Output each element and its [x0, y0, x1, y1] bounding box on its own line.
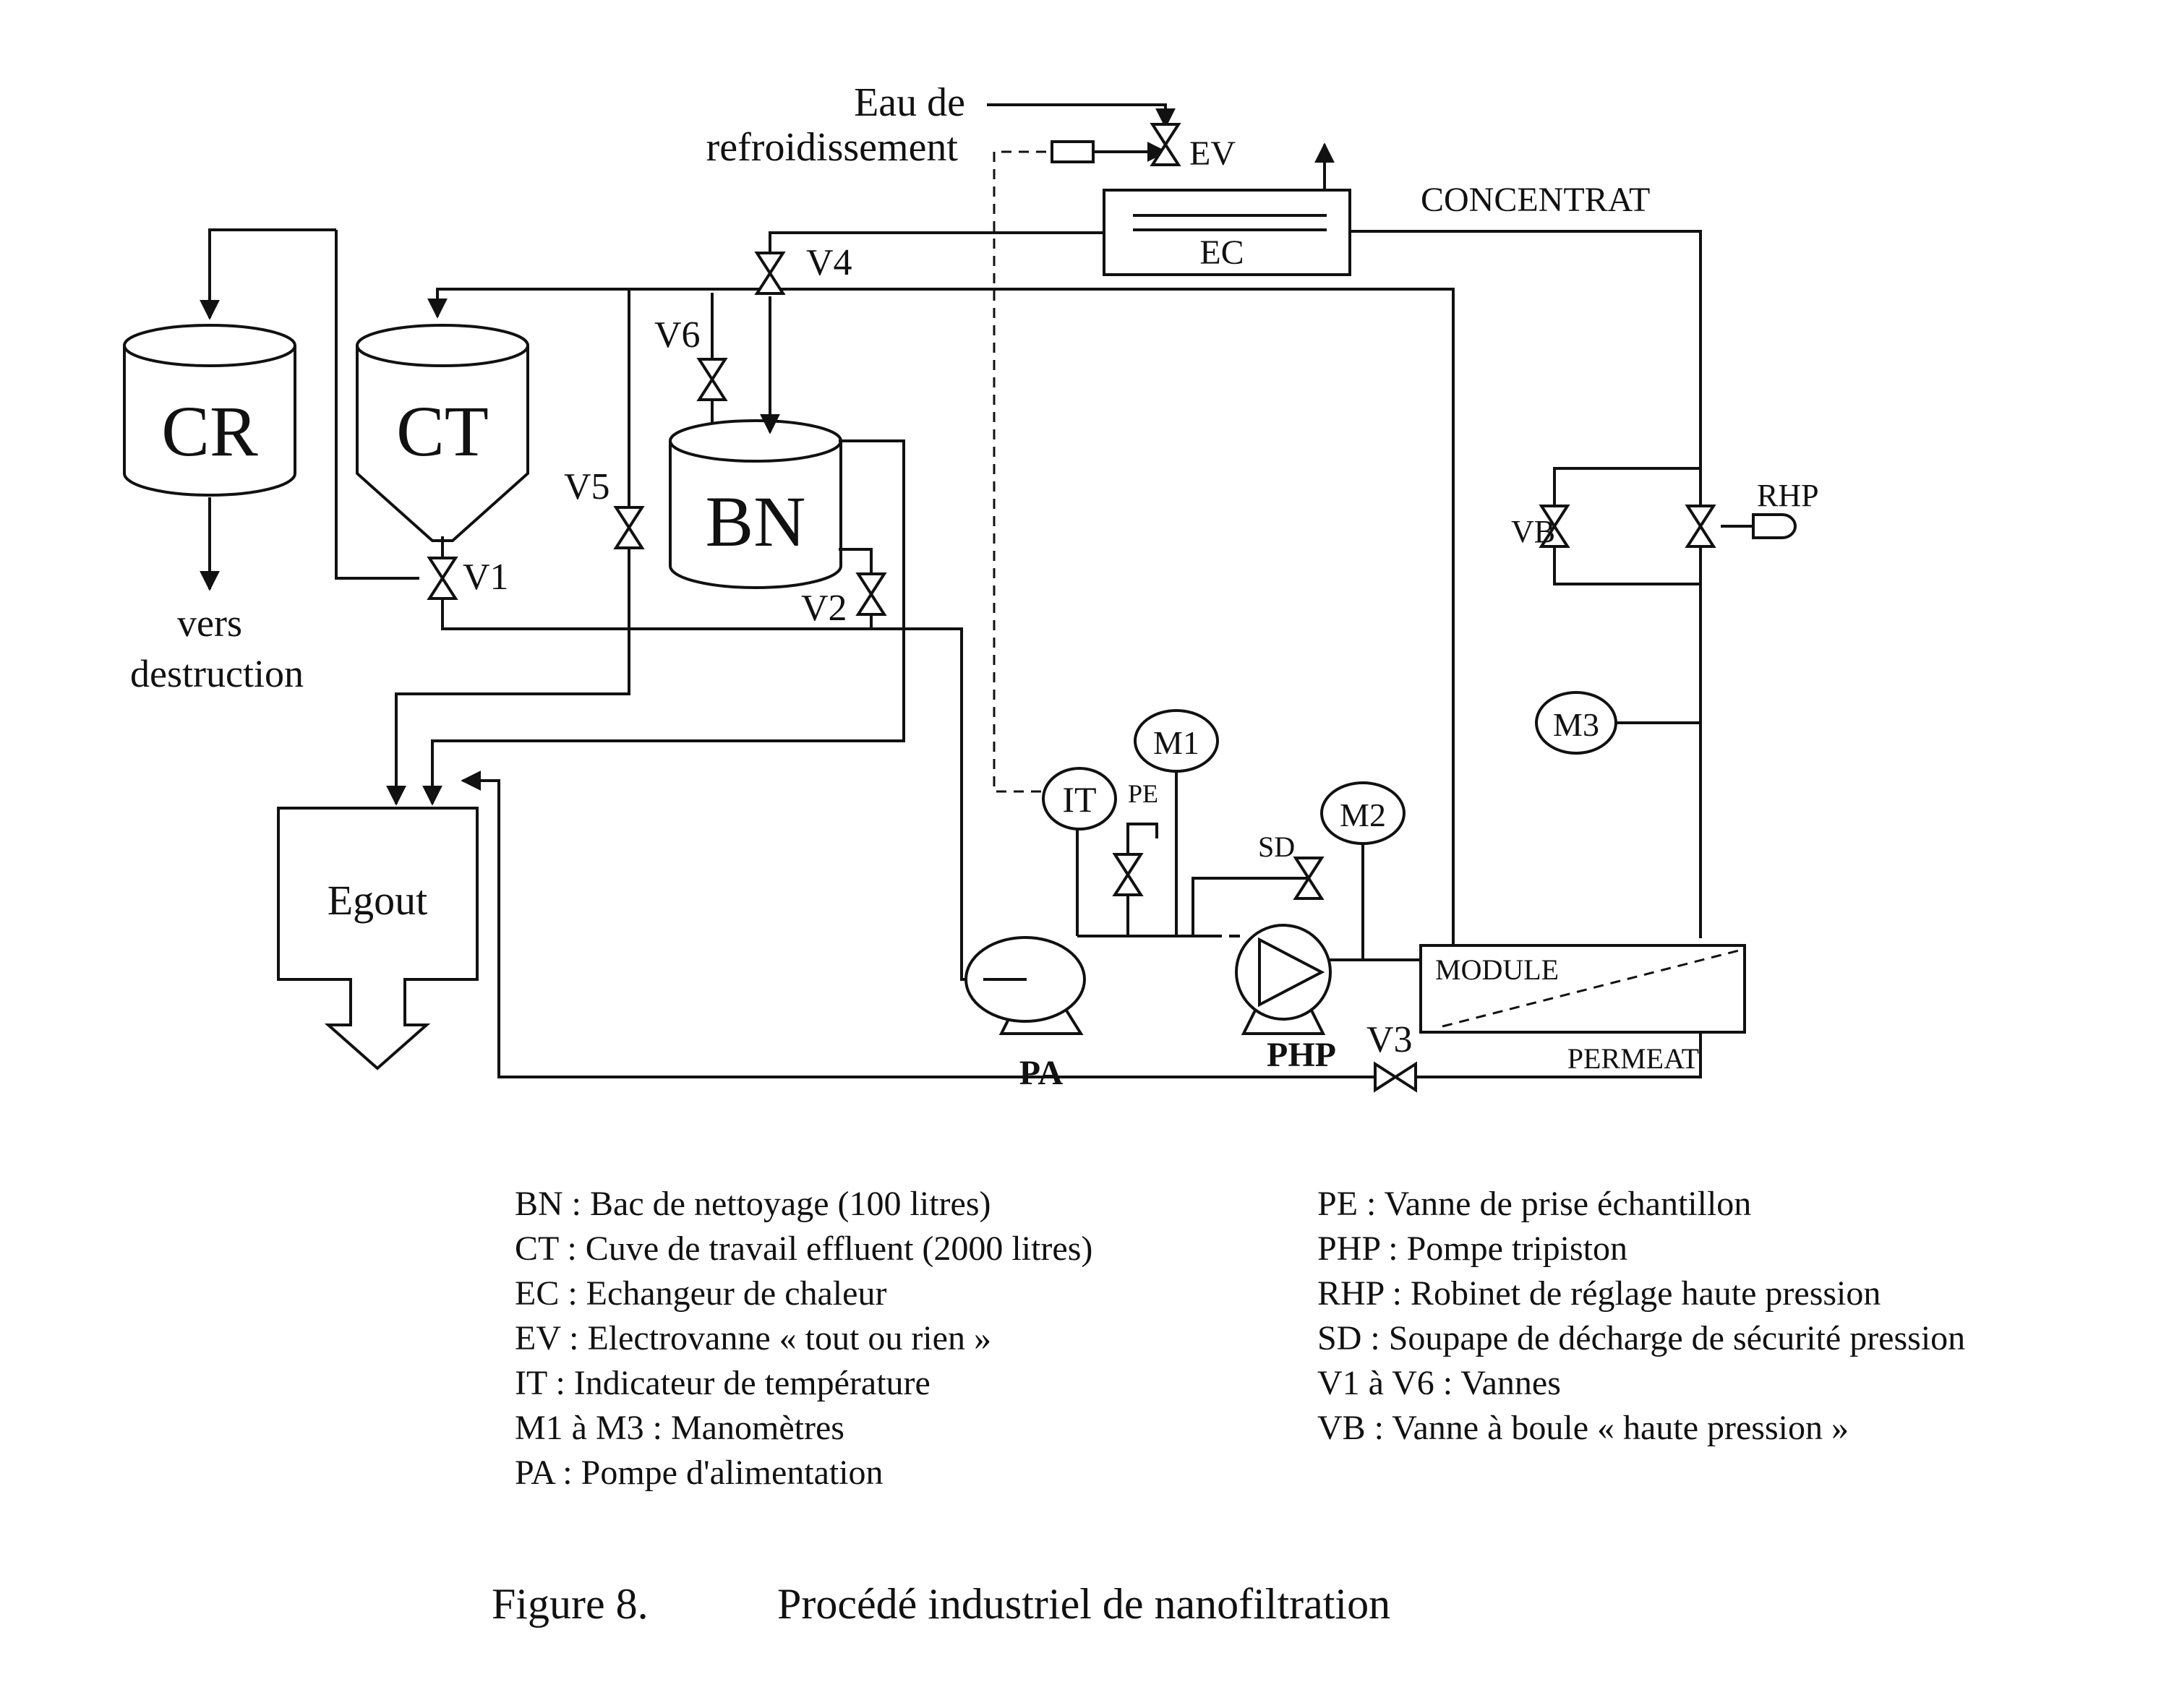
legend-entry: EV : Electrovanne « tout ou rien »	[515, 1319, 991, 1357]
legend-entry: BN : Bac de nettoyage (100 litres)	[515, 1185, 991, 1223]
process-diagram: CR CT BN Egout EC MODULE PERMEAT PA PHP	[123, 80, 1819, 1092]
valve-ev	[1151, 123, 1180, 166]
pump-pa: PA	[964, 936, 1086, 1092]
valve-v3-label: V3	[1366, 1019, 1413, 1060]
legend-entry: CT : Cuve de travail effluent (2000 litr…	[515, 1229, 1093, 1268]
gauge-it-label: IT	[1062, 779, 1096, 820]
cooling-water-label-1: Eau de	[854, 80, 965, 125]
legend-left: BN : Bac de nettoyage (100 litres) CT : C…	[515, 1182, 1092, 1495]
valve-v5	[615, 506, 643, 549]
legend-entry: PE : Vanne de prise échantillon	[1317, 1185, 1752, 1223]
valve-v1	[428, 557, 457, 600]
destruction-label-2: destruction	[130, 652, 304, 695]
valve-rhp-label: RHP	[1757, 478, 1819, 513]
valve-v2	[857, 572, 886, 616]
gauge-it: IT	[1042, 767, 1117, 831]
valve-pe-label: PE	[1128, 779, 1158, 808]
valve-v1-label: V1	[463, 557, 509, 598]
legend-entry: EC : Echangeur de chaleur	[515, 1274, 887, 1313]
pump-php: PHP	[1235, 924, 1336, 1074]
pump-pa-label: PA	[1019, 1054, 1064, 1092]
tank-bn: BN	[669, 419, 842, 589]
ec-label: EC	[1199, 233, 1244, 272]
cooling-water-label-2: refroidissement	[706, 125, 959, 170]
figure-caption: Figure 8. Procédé industriel de nanofiltr…	[492, 1579, 1390, 1629]
valve-ev-label: EV	[1189, 134, 1236, 173]
solenoid-actuator	[1051, 140, 1095, 163]
valve-sd-label: SD	[1258, 831, 1295, 863]
destruction-label-1: vers	[177, 601, 242, 645]
legend-entry: V1 à V6 : Vannes	[1317, 1364, 1561, 1402]
permeat-label: PERMEAT	[1567, 1042, 1699, 1075]
tank-ct-label: CT	[396, 391, 489, 471]
tank-bn-label: BN	[706, 481, 806, 562]
module: MODULE PERMEAT	[1419, 944, 1746, 1075]
gauge-m2-label: M2	[1340, 797, 1386, 833]
valve-v4-label: V4	[806, 242, 852, 283]
legend-entry: PA : Pompe d'alimentation	[515, 1454, 884, 1492]
tank-cr: CR	[123, 324, 296, 497]
gauge-m1: M1	[1134, 709, 1219, 773]
tank-ct: CT	[356, 324, 529, 542]
gauge-m3: M3	[1535, 691, 1617, 755]
gauge-m3-label: M3	[1553, 706, 1599, 743]
pump-php-label: PHP	[1267, 1036, 1336, 1074]
legend-entry: RHP : Robinet de réglage haute pression	[1317, 1274, 1881, 1313]
legend-entry: PHP : Pompe tripiston	[1317, 1229, 1627, 1268]
valve-rhp	[1686, 505, 1715, 548]
figure-number: Figure 8.	[492, 1580, 649, 1628]
legend-entry: VB : Vanne à boule « haute pression »	[1317, 1409, 1849, 1447]
tank-egout-label: Egout	[328, 877, 428, 924]
concentrat-label: CONCENTRAT	[1421, 181, 1650, 219]
gauge-m2: M2	[1320, 781, 1406, 845]
module-label: MODULE	[1435, 953, 1559, 986]
valve-pe	[1113, 853, 1142, 896]
valve-v6	[698, 358, 727, 401]
tank-egout: Egout	[277, 807, 479, 1070]
valve-v3	[1374, 1063, 1417, 1091]
legend-entry: IT : Indicateur de température	[515, 1364, 931, 1402]
figure-title: Procédé industriel de nanofiltration	[777, 1580, 1391, 1628]
valve-v5-label: V5	[564, 466, 610, 507]
valve-v6-label: V6	[654, 314, 701, 356]
legend-entry: M1 à M3 : Manomètres	[515, 1409, 844, 1447]
legend-entry: SD : Soupape de décharge de sécurité pre…	[1317, 1319, 1966, 1357]
valve-v2-label: V2	[801, 588, 847, 629]
valve-v4	[756, 252, 784, 295]
valve-vb-label: VB	[1511, 514, 1555, 549]
gauge-m1-label: M1	[1153, 724, 1199, 761]
rhp-actuator	[1752, 513, 1797, 539]
heat-exchanger-ec: EC	[1103, 189, 1351, 276]
tank-cr-label: CR	[161, 391, 258, 471]
